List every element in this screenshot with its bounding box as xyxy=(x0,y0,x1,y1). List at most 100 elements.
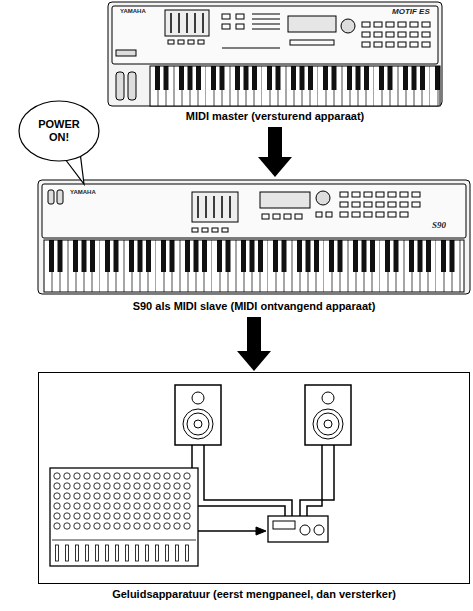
sound-equipment-part xyxy=(175,385,221,445)
slave-keyboard-part xyxy=(376,212,384,217)
slave-keyboard-part xyxy=(400,202,408,207)
master-keyboard-part xyxy=(374,32,382,37)
sound-equipment-part xyxy=(52,540,196,541)
bubble-ellipse xyxy=(19,101,99,161)
slave-keyboard-part xyxy=(295,214,302,219)
mixer-knob xyxy=(74,493,80,499)
master-keyboard-part xyxy=(236,14,244,19)
mixer-knob xyxy=(64,503,70,509)
mixer-knob xyxy=(64,493,70,499)
mixer-knob xyxy=(104,483,110,489)
sound-equipment-box: Geluidsapparatuur (eerst mengpaneel, dan… xyxy=(38,372,470,584)
mixer-knob xyxy=(124,513,130,519)
slave-keyboard-part xyxy=(212,228,218,232)
slave-keyboard-part xyxy=(340,202,348,207)
mixer-knob xyxy=(164,473,170,479)
mixer-knob xyxy=(74,473,80,479)
mixer-fader xyxy=(116,545,119,561)
mixer-knob xyxy=(94,503,100,509)
mixer-knob xyxy=(174,503,180,509)
master-keyboard xyxy=(108,2,442,106)
master-keyboard-part xyxy=(198,40,204,44)
master-keyboard-part xyxy=(188,40,194,44)
sound-equipment xyxy=(50,385,351,566)
master-keyboard-part xyxy=(362,32,370,37)
model-logo: MOTIF ES xyxy=(392,7,430,17)
master-keyboard-part xyxy=(252,14,280,29)
slave-keyboard-part xyxy=(42,184,466,238)
mixer-knob xyxy=(134,493,140,499)
mixer-knob xyxy=(154,513,160,519)
slave-keyboard-part xyxy=(388,192,396,197)
mixer-fader xyxy=(166,545,169,561)
slave-keyboard-part xyxy=(222,228,228,232)
master-keyboard-part xyxy=(288,16,336,32)
mixer-fader xyxy=(56,545,59,561)
mixer-knob xyxy=(84,473,90,479)
sound-equipment-part xyxy=(194,420,202,428)
brand-logo: YAMAHA xyxy=(70,188,96,196)
mixer-knob xyxy=(124,473,130,479)
master-keyboard-part xyxy=(386,42,394,47)
master-keyboard-part xyxy=(422,32,430,37)
mixer-knob xyxy=(124,483,130,489)
slave-keyboard-part xyxy=(262,214,269,219)
mixer-knob xyxy=(134,503,140,509)
slave-keyboard-part xyxy=(400,192,408,197)
master-keyboard-part xyxy=(386,22,394,27)
mixer-fader xyxy=(66,545,69,561)
slave-keyboard-part xyxy=(202,228,208,232)
sound-equipment-part xyxy=(300,525,310,535)
mixer-knob xyxy=(114,493,120,499)
mixer-knob xyxy=(54,523,60,529)
mixer-knob xyxy=(154,483,160,489)
master-keyboard-part xyxy=(108,2,442,106)
slave-keyboard-part xyxy=(316,191,330,205)
mixer-knob xyxy=(144,513,150,519)
master-keyboard-part xyxy=(222,48,280,49)
sound-equipment-part xyxy=(256,527,266,535)
slave-keyboard-part xyxy=(198,196,230,218)
master-keyboard-part xyxy=(422,22,430,27)
slave-keyboard-part xyxy=(364,192,372,197)
master-keyboard-part xyxy=(410,32,418,37)
slave-keyboard-part xyxy=(352,202,360,207)
slave-keyboard-part xyxy=(326,212,332,217)
slave-keyboard-part xyxy=(388,212,396,217)
mixer-knob xyxy=(164,493,170,499)
mixer-knob xyxy=(64,513,70,519)
slave-keyboard-part xyxy=(364,202,372,207)
mixer-knob xyxy=(84,513,90,519)
mixer-knob xyxy=(54,513,60,519)
mixer-knob xyxy=(134,513,140,519)
mixer-knob xyxy=(144,493,150,499)
device-caption: S90 als MIDI slave (MIDI ontvangend appa… xyxy=(35,300,473,312)
mixer-knob xyxy=(54,483,60,489)
sound-equipment-part xyxy=(187,413,209,435)
master-keyboard-part xyxy=(171,13,203,33)
mixer-knob xyxy=(54,473,60,479)
master-keyboard-part xyxy=(341,19,355,33)
slave-keyboard-part xyxy=(376,192,384,197)
slave-keyboard-part xyxy=(376,202,384,207)
sound-equipment-part xyxy=(313,409,343,439)
mixer-knob xyxy=(144,473,150,479)
slave-keyboard-part xyxy=(412,192,420,197)
mixer-knob xyxy=(104,513,110,519)
mixer-fader xyxy=(86,545,89,561)
sound-equipment-part xyxy=(314,525,324,535)
master-keyboard-part xyxy=(386,32,394,37)
master-keyboard-part xyxy=(362,42,370,47)
mixer-knob xyxy=(164,523,170,529)
mixer-knob xyxy=(74,513,80,519)
mixer-knob xyxy=(184,513,190,519)
mixer-knob xyxy=(74,503,80,509)
mixer-knob xyxy=(144,483,150,489)
slave-keyboard-part xyxy=(284,214,291,219)
sound-equipment-part xyxy=(192,392,204,404)
master-keyboard-part xyxy=(168,40,174,44)
mixer-knob xyxy=(114,523,120,529)
master-keyboard-part xyxy=(165,10,209,36)
sound-equipment-part xyxy=(317,413,339,435)
mixer-fader xyxy=(186,545,189,561)
